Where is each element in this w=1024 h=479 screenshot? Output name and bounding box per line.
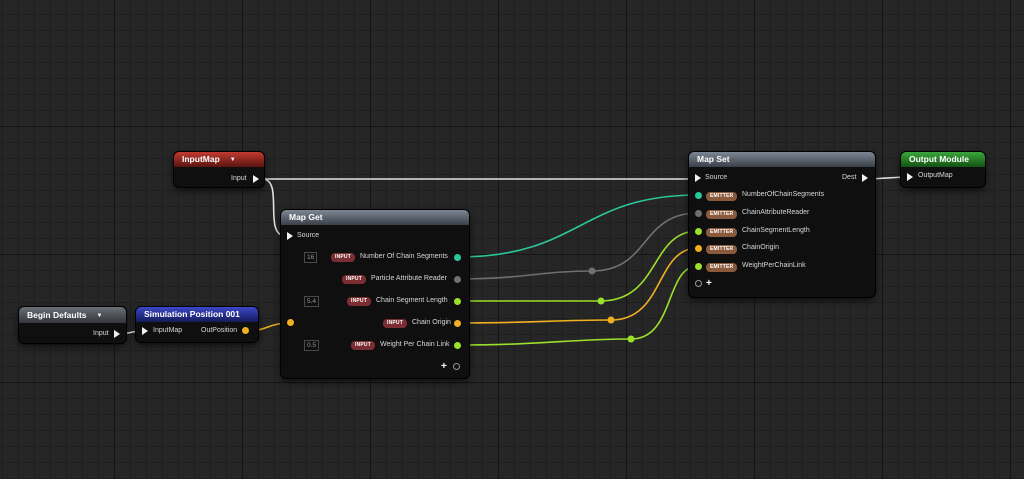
source-pin-label: Source	[297, 232, 320, 239]
output-pin-label: Chain Origin	[412, 319, 451, 326]
object-input-pin[interactable]	[695, 210, 702, 217]
add-pin-connector-icon[interactable]	[695, 280, 702, 287]
map-set-title: Map Set	[697, 154, 730, 164]
output-map-pin-label: OutputMap	[918, 172, 953, 179]
begin-defaults-title: Begin Defaults	[27, 310, 87, 320]
float-input-pin[interactable]	[695, 263, 702, 270]
exec-input-pin[interactable]	[142, 327, 148, 335]
input-pin-label: ChainSegmentLength	[742, 227, 810, 234]
simulation-position-node[interactable]: Simulation Position 001 InputMap OutPosi…	[136, 307, 258, 342]
map-set-header[interactable]: Map Set	[689, 152, 875, 167]
vector-input-pin[interactable]	[695, 245, 702, 252]
wire-weight-per-chain-link	[457, 265, 699, 346]
out-position-pin-label: OutPosition	[201, 327, 238, 334]
input-namespace-tag: INPUT	[347, 297, 371, 306]
add-pin-icon[interactable]: +	[706, 278, 712, 289]
wire-chain-segment-length	[458, 230, 699, 302]
default-value-box[interactable]: 5.4	[304, 296, 320, 307]
input-pin-label: Input	[93, 330, 109, 337]
emitter-namespace-tag: EMITTER	[706, 245, 738, 254]
float-input-pin[interactable]	[695, 228, 702, 235]
input-map-pin-label: InputMap	[153, 327, 183, 334]
input-namespace-tag: INPUT	[342, 275, 366, 284]
exec-input-pin[interactable]	[695, 174, 701, 182]
simulation-position-title: Simulation Position 001	[144, 309, 240, 319]
emitter-namespace-tag: EMITTER	[706, 263, 738, 272]
float-output-pin[interactable]	[454, 298, 461, 305]
exec-output-pin[interactable]	[253, 175, 259, 183]
output-pin-label: Chain Segment Length	[376, 297, 448, 304]
emitter-namespace-tag: EMITTER	[706, 228, 738, 237]
exec-input-pin[interactable]	[907, 173, 913, 181]
exec-output-pin[interactable]	[114, 330, 120, 338]
vector-input-pin[interactable]	[287, 319, 294, 326]
default-value-box[interactable]: 16	[304, 252, 318, 263]
input-pin-label: NumberOfChainSegments	[742, 191, 825, 198]
emitter-namespace-tag: EMITTER	[706, 210, 738, 219]
input-pin-label: WeightPerChainLink	[742, 262, 806, 269]
output-module-title: Output Module	[909, 154, 969, 164]
input-namespace-tag: INPUT	[331, 253, 355, 262]
input-pin-label: ChainOrigin	[742, 244, 779, 251]
wire-number-of-chain-segments	[457, 194, 699, 258]
simulation-position-header[interactable]: Simulation Position 001	[136, 307, 258, 322]
input-namespace-tag: INPUT	[383, 319, 407, 328]
begin-defaults-node[interactable]: Begin Defaults ▼ Input	[19, 307, 126, 343]
wire-chain-origin	[457, 247, 699, 324]
map-get-header[interactable]: Map Get	[281, 210, 469, 225]
input-pin-label: Input	[231, 175, 247, 182]
float-output-pin[interactable]	[454, 342, 461, 349]
object-output-pin[interactable]	[454, 276, 461, 283]
output-pin-label: Weight Per Chain Link	[380, 341, 450, 348]
dest-pin-label: Dest	[842, 174, 857, 181]
map-set-node[interactable]: Map Set Source Dest EMITTER NumberOfChai…	[689, 152, 875, 297]
map-get-node[interactable]: Map Get Source 16 INPUT Number Of Chain …	[281, 210, 469, 378]
input-map-title: InputMap	[182, 154, 220, 164]
input-map-node[interactable]: InputMap ▼ Input	[174, 152, 264, 187]
wire-particle-attribute-reader	[457, 212, 699, 280]
input-map-header[interactable]: InputMap ▼	[174, 152, 264, 167]
map-get-title: Map Get	[289, 212, 323, 222]
output-pin-label: Particle Attribute Reader	[371, 275, 447, 282]
input-pin-label: ChainAttributeReader	[742, 209, 810, 216]
begin-defaults-header[interactable]: Begin Defaults ▼	[19, 307, 126, 323]
default-value-box[interactable]: 0.5	[304, 340, 320, 351]
dropdown-arrow-icon[interactable]: ▼	[96, 313, 103, 319]
vector-output-pin[interactable]	[454, 320, 461, 327]
output-pin-label: Number Of Chain Segments	[360, 253, 448, 260]
reroute-knot[interactable]	[588, 267, 596, 275]
reroute-knot[interactable]	[607, 316, 615, 324]
out-position-pin[interactable]	[242, 327, 249, 334]
int-output-pin[interactable]	[454, 254, 461, 261]
exec-input-pin[interactable]	[287, 232, 293, 240]
output-module-node[interactable]: Output Module OutputMap	[901, 152, 985, 187]
int-input-pin[interactable]	[695, 192, 702, 199]
output-module-header[interactable]: Output Module	[901, 152, 985, 167]
exec-wire-mapset-to-output	[869, 176, 905, 180]
source-pin-label: Source	[705, 174, 728, 181]
input-namespace-tag: INPUT	[351, 341, 375, 350]
reroute-knot[interactable]	[597, 297, 605, 305]
emitter-namespace-tag: EMITTER	[706, 192, 738, 201]
add-pin-connector-icon[interactable]	[453, 363, 460, 370]
reroute-knot[interactable]	[627, 335, 635, 343]
dropdown-arrow-icon[interactable]: ▼	[229, 157, 236, 163]
add-pin-icon[interactable]: +	[441, 361, 447, 372]
exec-output-pin[interactable]	[862, 174, 868, 182]
